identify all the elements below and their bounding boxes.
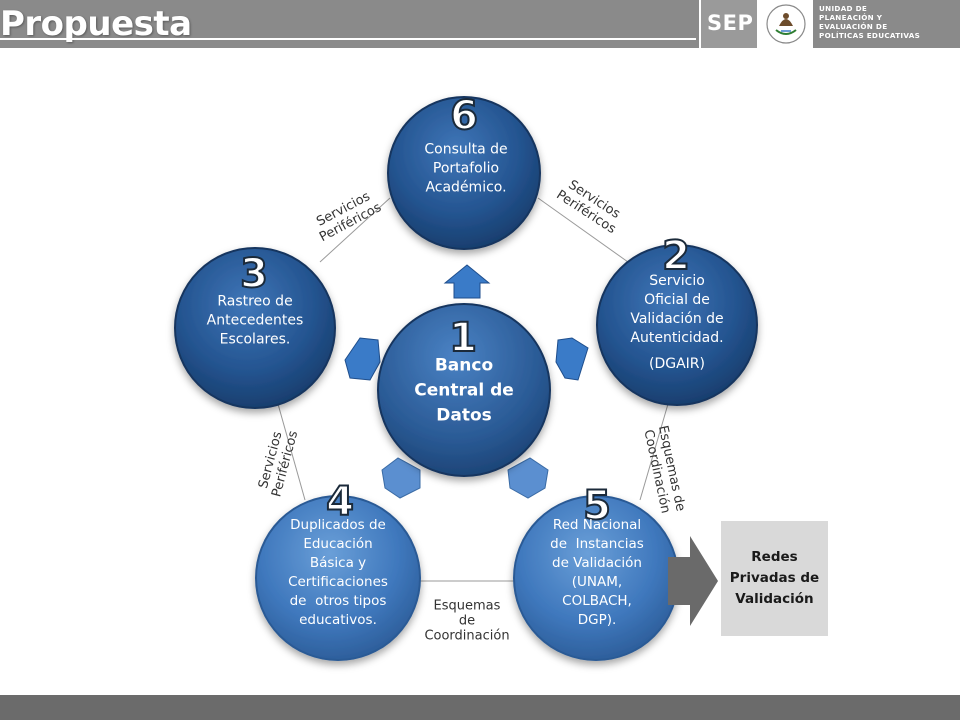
arrow-up <box>443 264 491 299</box>
node-circle-6 <box>387 96 541 250</box>
node-line: Certificaciones <box>288 574 388 590</box>
redes-privadas-box: Redes Privadas de Validación <box>721 521 828 636</box>
redes-privadas-label: Redes Privadas de Validación <box>729 549 820 607</box>
node-line: de Instancias <box>550 536 644 552</box>
node-number-5: 5 <box>582 482 612 530</box>
node-number-1: 1 <box>448 314 478 362</box>
node-line: DGP). <box>577 612 617 628</box>
node-line: Central de <box>414 380 514 401</box>
node-line: Antecedentes <box>206 312 304 329</box>
node-line: Escolares. <box>219 331 291 348</box>
node-number-3: 3 <box>239 250 269 298</box>
node-3-label: Rastreo de Antecedentes Escolares. <box>207 293 304 350</box>
arrow-right <box>555 337 589 381</box>
node-line: (UNAM, <box>571 574 623 590</box>
footer-bar <box>0 695 960 720</box>
sep-logo-text: SEP <box>707 11 754 35</box>
slide-title: Propuesta <box>0 4 192 44</box>
connector-label-bottom: Esquemas de Coordinación <box>424 598 510 644</box>
unit-name: Unidad de Planeación y Evaluación de Pol… <box>819 4 920 40</box>
node-6-label: Consulta de Portafolio Académico. <box>424 141 507 198</box>
node-circle-2 <box>596 244 758 406</box>
node-2-label: Servicio Oficial de Validación de Autent… <box>630 272 723 372</box>
connector-line <box>277 403 306 501</box>
node-line: Oficial de <box>644 292 710 308</box>
node-line: Validación de <box>630 311 724 327</box>
node-line: Red Nacional <box>552 517 642 533</box>
node-line: de otros tipos <box>289 593 387 609</box>
unit-line: Evaluación de <box>819 22 888 31</box>
node-line: Portafolio <box>432 160 500 177</box>
mexico-seal <box>757 0 815 48</box>
node-line: educativos. <box>299 612 377 628</box>
node-circle-center <box>377 303 551 477</box>
node-line: de Validación <box>552 555 642 571</box>
node-number-4: 4 <box>325 478 355 526</box>
node-line: Consulta de <box>424 141 508 158</box>
node-line: Académico. <box>425 179 507 196</box>
unit-line: Planeación y <box>819 13 883 22</box>
node-line: Datos <box>436 405 492 426</box>
unit-logo: Unidad de Planeación y Evaluación de Pol… <box>813 0 960 48</box>
node-line: Servicio <box>649 273 705 289</box>
unit-line: Unidad de <box>819 4 868 13</box>
node-line: COLBACH, <box>562 593 632 609</box>
unit-line: Políticas Educativas <box>819 31 921 40</box>
arrow-down-left <box>381 457 421 499</box>
node-center-label: Banco Central de Datos <box>414 354 514 429</box>
node-circle-3 <box>174 247 336 409</box>
node-line: Rastreo de <box>217 293 293 310</box>
connector-line <box>537 197 629 263</box>
node-line: Autenticidad. <box>630 330 724 346</box>
node-line: Duplicados de <box>290 517 386 533</box>
eagle-seal-icon <box>766 4 806 44</box>
node-line: Banco <box>434 355 494 376</box>
node-number-6: 6 <box>449 92 479 140</box>
arrow-left <box>344 337 381 381</box>
big-arrow <box>668 536 718 626</box>
node-5-label: Red Nacional de Instancias de Validación… <box>550 516 644 630</box>
title-underline <box>0 38 696 40</box>
arrow-down-right <box>507 457 549 499</box>
connector-line <box>639 403 669 501</box>
node-number-2: 2 <box>661 232 691 280</box>
node-4-label: Duplicados de Educación Básica y Certifi… <box>288 516 388 630</box>
node-line: Básica y <box>309 555 367 571</box>
node-circle-4 <box>255 495 421 661</box>
sep-logo: SEP <box>699 0 759 48</box>
connector-line <box>319 197 391 263</box>
node-sub: (DGAIR) <box>648 356 705 372</box>
node-line: Educación <box>303 536 373 552</box>
